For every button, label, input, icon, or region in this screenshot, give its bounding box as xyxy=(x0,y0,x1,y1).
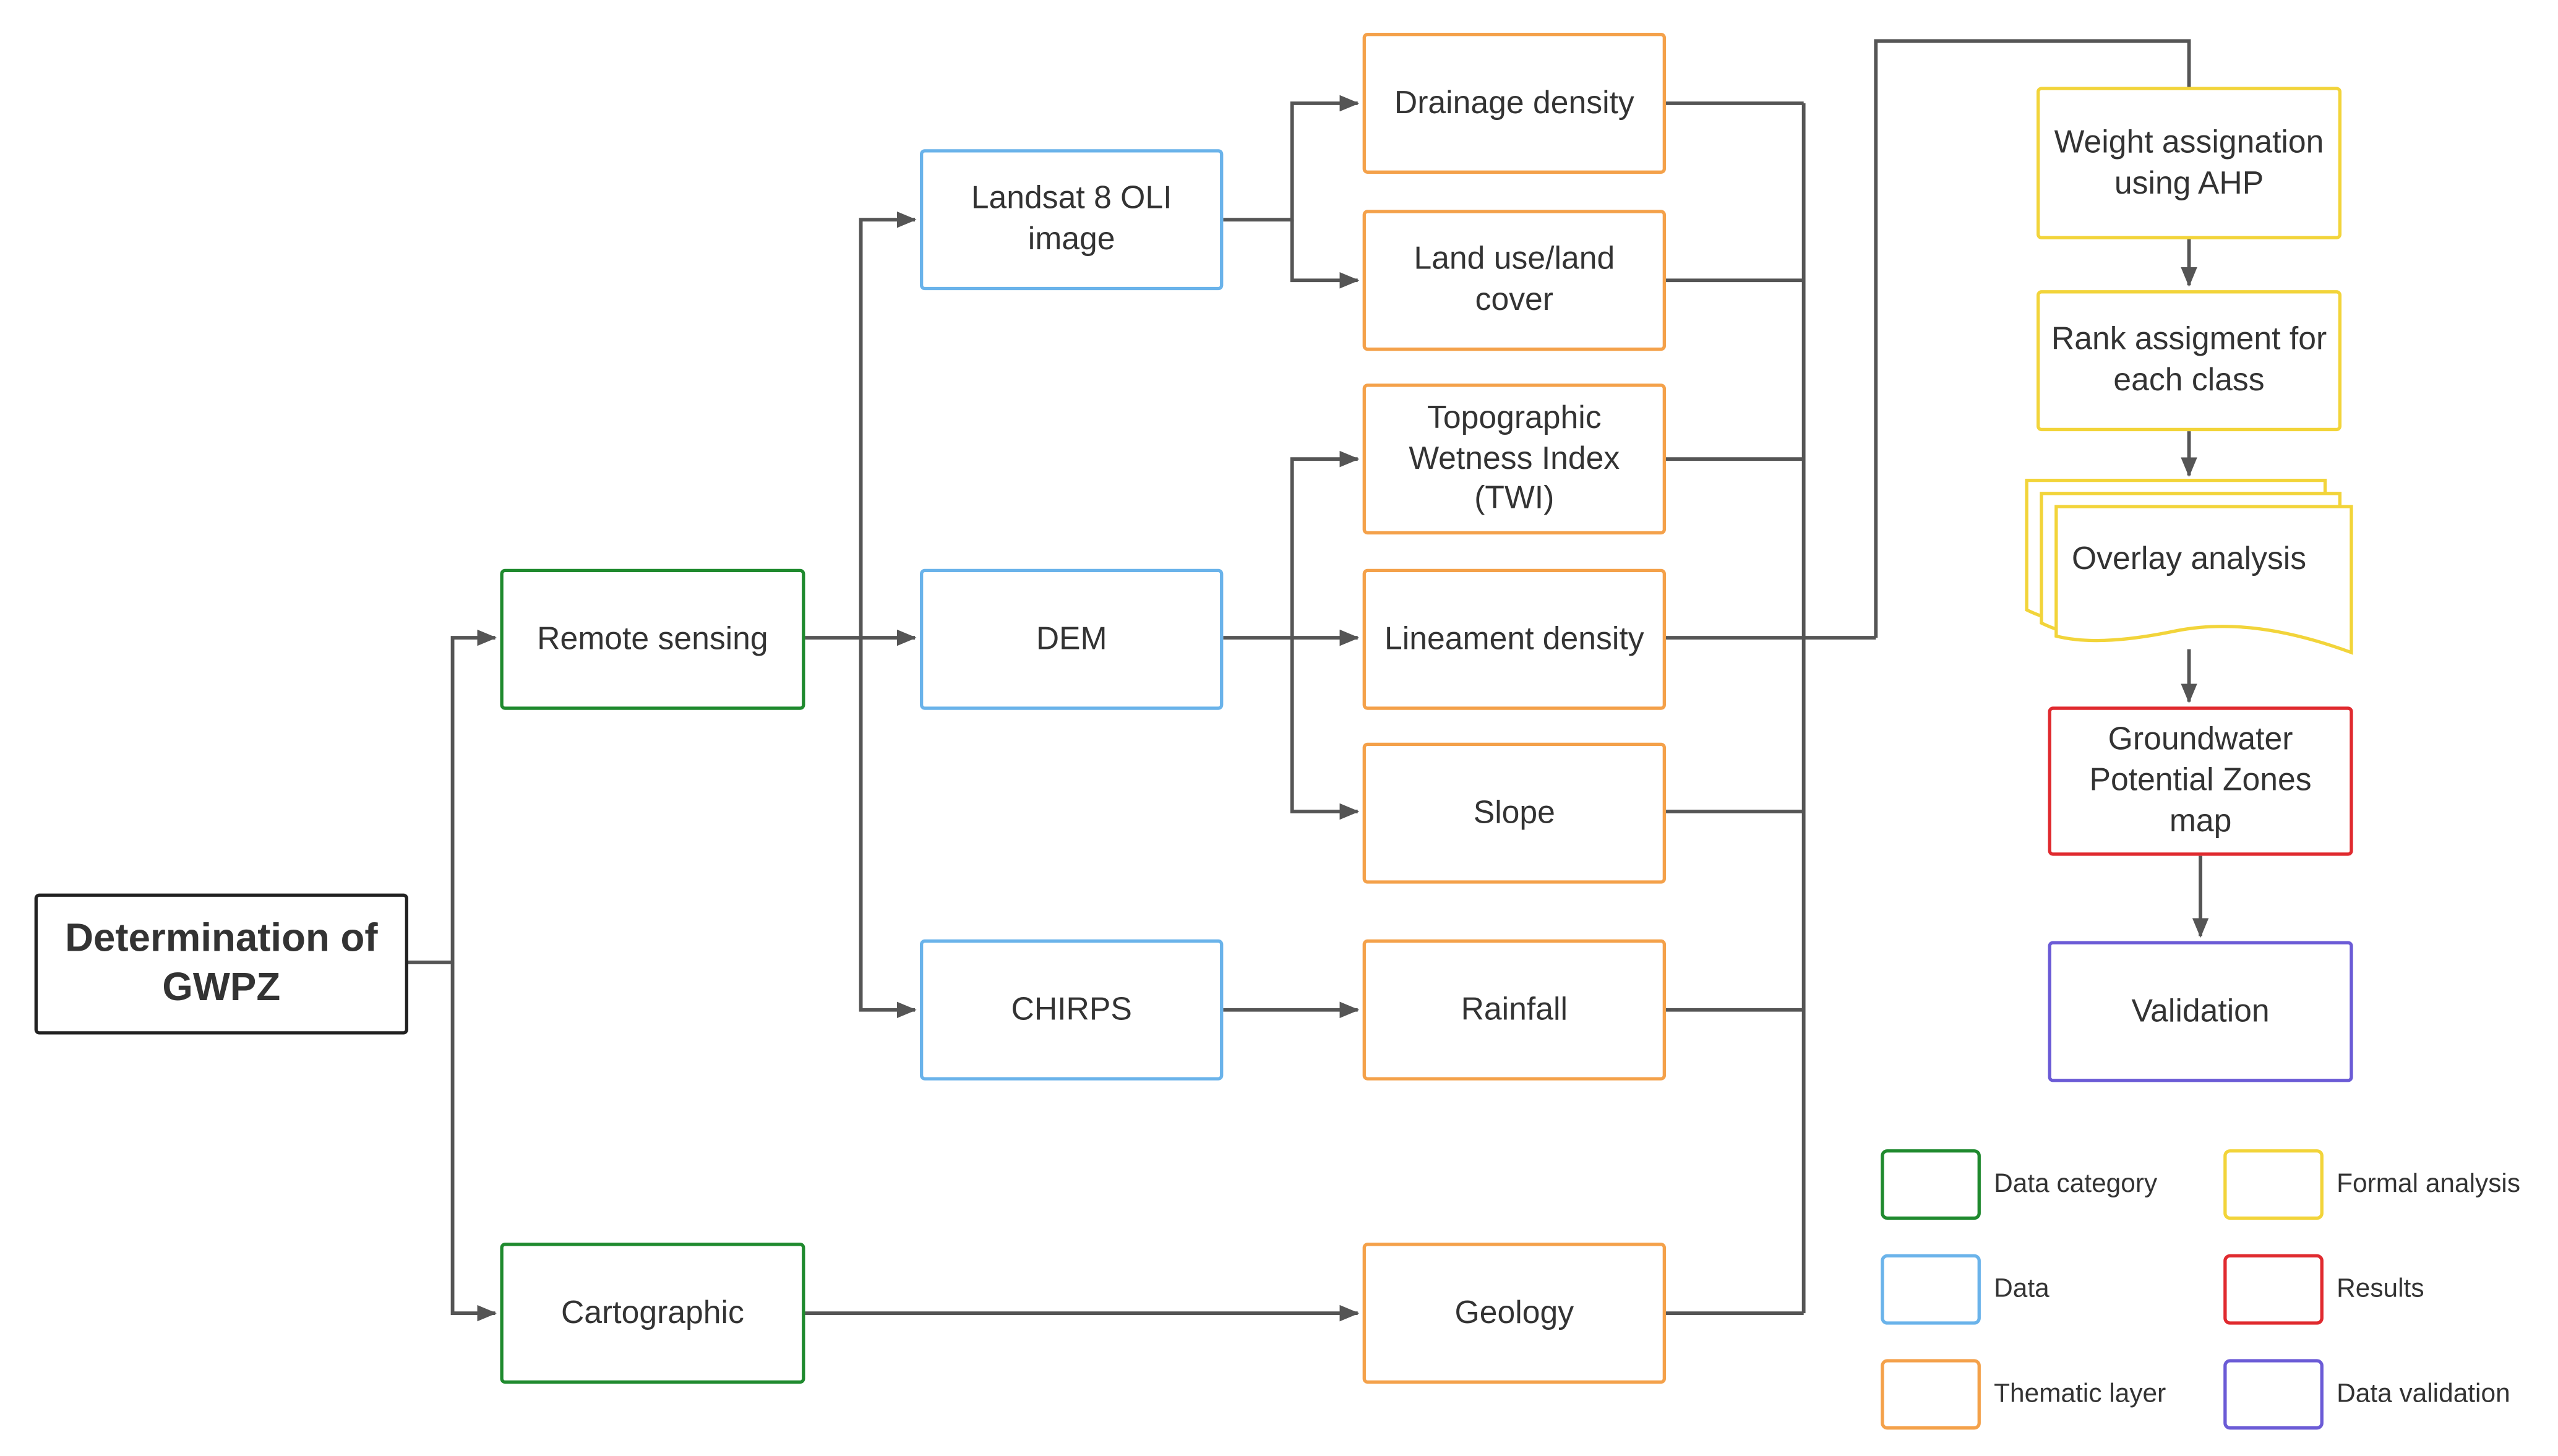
twi-node: Topographic Wetness Index (TWI) xyxy=(1362,383,1667,535)
geology-node: Geology xyxy=(1362,1243,1667,1384)
legend-label: Data xyxy=(1994,1274,2049,1303)
gwpz-map-node: Groundwater Potential Zones map xyxy=(2048,706,2353,856)
connector-root-cartographic xyxy=(450,962,497,1322)
lineament-density-label: Lineament density xyxy=(1384,620,1644,657)
overlay-analysis-node: Overlay analysis xyxy=(2024,478,2354,659)
rank-assignment-label: Rank assigment for each class xyxy=(2051,321,2327,399)
rank-assignment-node: Rank assigment for each class xyxy=(2037,290,2342,432)
validation-label: Validation xyxy=(2131,992,2270,1029)
legend-label: Formal analysis xyxy=(2337,1170,2521,1198)
dem-node: DEM xyxy=(919,568,1224,710)
overlay-analysis-label: Overlay analysis xyxy=(2071,541,2307,578)
connector-remote-sensing-chirps xyxy=(859,638,917,1019)
validation-node: Validation xyxy=(2048,941,2353,1082)
legend-item-formal-analysis: Formal analysis xyxy=(2223,1149,2520,1220)
remote-sensing-node: Remote sensing xyxy=(500,568,805,710)
dem-label: DEM xyxy=(1036,620,1107,657)
legend-label: Data category xyxy=(1994,1170,2158,1198)
multi-document-shape xyxy=(2025,478,2353,655)
land-use-land-cover-label: Land use/land cover xyxy=(1414,241,1615,319)
connector-bus-weight xyxy=(1874,39,2191,638)
legend-label: Data validation xyxy=(2337,1379,2510,1408)
legend-item-data-category: Data category xyxy=(1881,1149,2157,1220)
drainage-density-node: Drainage density xyxy=(1362,33,1667,174)
connector-root-remote-sensing xyxy=(408,629,497,964)
lineament-density-node: Lineament density xyxy=(1362,568,1667,710)
legend-swatch xyxy=(2223,1359,2324,1430)
legend-swatch xyxy=(2223,1149,2324,1220)
legend-item-thematic-layer: Thematic layer xyxy=(1881,1359,2166,1430)
rainfall-label: Rainfall xyxy=(1461,991,1568,1027)
connector-dem-slope xyxy=(1290,638,1360,820)
geology-label: Geology xyxy=(1454,1294,1574,1331)
connector-remote-sensing-landsat xyxy=(859,211,917,638)
determination-of-gwpz-label: Determination of GWPZ xyxy=(65,916,378,1010)
slope-node: Slope xyxy=(1362,742,1667,884)
rainfall-node: Rainfall xyxy=(1362,939,1667,1081)
determination-of-gwpz-node: Determination of GWPZ xyxy=(34,893,408,1035)
cartographic-label: Cartographic xyxy=(560,1294,744,1331)
legend-swatch xyxy=(2223,1254,2324,1325)
cartographic-node: Cartographic xyxy=(500,1243,805,1384)
slope-label: Slope xyxy=(1473,794,1555,831)
connector-dem-twi xyxy=(1290,450,1360,638)
legend-label: Thematic layer xyxy=(1994,1379,2166,1408)
connector-landsat-landuse xyxy=(1290,220,1360,289)
land-use-land-cover-node: Land use/land cover xyxy=(1362,210,1667,351)
weight-assignation-label: Weight assignation using AHP xyxy=(2054,124,2324,201)
legend-swatch xyxy=(1881,1254,1981,1325)
legend-item-data-validation: Data validation xyxy=(2223,1359,2510,1430)
legend-item-results: Results xyxy=(2223,1254,2424,1325)
chirps-label: CHIRPS xyxy=(1011,991,1132,1027)
drainage-density-label: Drainage density xyxy=(1394,84,1634,121)
remote-sensing-label: Remote sensing xyxy=(537,620,768,657)
chirps-node: CHIRPS xyxy=(919,939,1224,1081)
gwpz-map-label: Groundwater Potential Zones map xyxy=(2089,721,2312,840)
twi-label: Topographic Wetness Index (TWI) xyxy=(1409,399,1620,518)
connector-landsat-drainage xyxy=(1223,95,1360,222)
landsat-label: Landsat 8 OLI image xyxy=(971,180,1172,258)
legend-item-data: Data xyxy=(1881,1254,2049,1325)
landsat-node: Landsat 8 OLI image xyxy=(919,149,1224,291)
legend-swatch xyxy=(1881,1149,1981,1220)
legend-label: Results xyxy=(2337,1274,2424,1303)
weight-assignation-node: Weight assignation using AHP xyxy=(2037,87,2342,239)
legend-swatch xyxy=(1881,1359,1981,1430)
